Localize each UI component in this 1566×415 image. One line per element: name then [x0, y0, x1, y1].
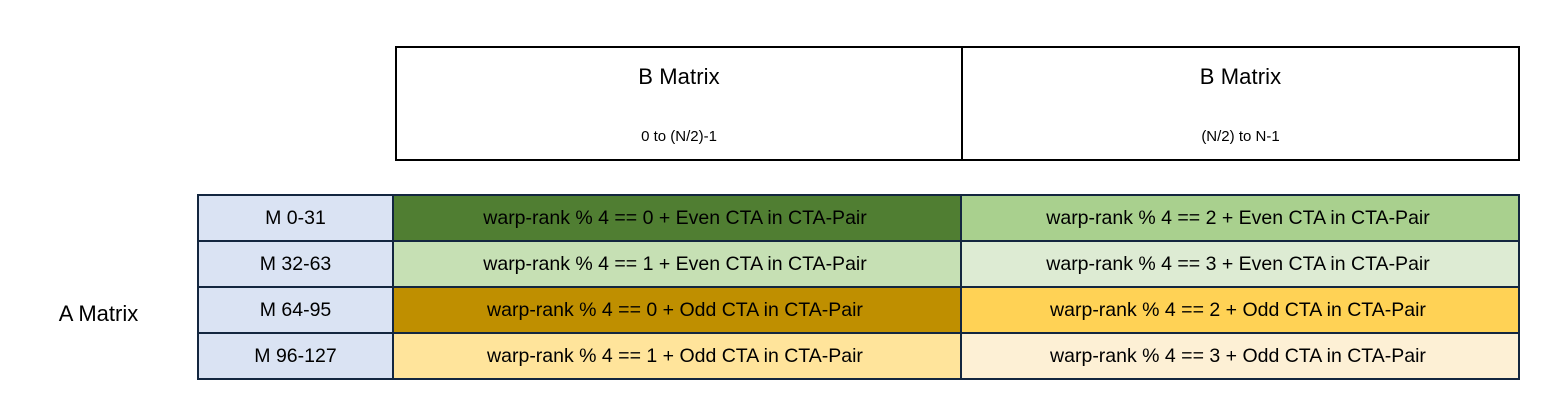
grid-cell-r1c0: warp-rank % 4 == 1 + Even CTA in CTA-Pai…	[392, 240, 962, 288]
table-row: M 0-31 warp-rank % 4 == 0 + Even CTA in …	[197, 194, 1522, 242]
row-label-cell: M 64-95	[197, 286, 394, 334]
row-label-cell: M 0-31	[197, 194, 394, 242]
grid-cell-r3c0: warp-rank % 4 == 1 + Odd CTA in CTA-Pair	[392, 332, 962, 380]
table-row: M 32-63 warp-rank % 4 == 1 + Even CTA in…	[197, 240, 1522, 288]
b-matrix-header-strip: B Matrix 0 to (N/2)-1 B Matrix (N/2) to …	[395, 46, 1522, 161]
grid-cell-r2c1: warp-rank % 4 == 2 + Odd CTA in CTA-Pair	[960, 286, 1520, 334]
b-matrix-header-left: B Matrix 0 to (N/2)-1	[395, 46, 963, 161]
b-matrix-header-left-title: B Matrix	[638, 64, 720, 89]
grid-cell-r3c1: warp-rank % 4 == 3 + Odd CTA in CTA-Pair	[960, 332, 1520, 380]
row-label-cell: M 96-127	[197, 332, 394, 380]
row-label-cell: M 32-63	[197, 240, 394, 288]
grid-cell-r0c1: warp-rank % 4 == 2 + Even CTA in CTA-Pai…	[960, 194, 1520, 242]
table-row: M 96-127 warp-rank % 4 == 1 + Odd CTA in…	[197, 332, 1522, 380]
grid-cell-r1c1: warp-rank % 4 == 3 + Even CTA in CTA-Pai…	[960, 240, 1520, 288]
b-matrix-header-left-range: 0 to (N/2)-1	[641, 128, 717, 145]
b-matrix-header-right: B Matrix (N/2) to N-1	[961, 46, 1520, 161]
b-matrix-header-right-range: (N/2) to N-1	[1201, 128, 1280, 145]
a-matrix-axis-label: A Matrix	[58, 301, 139, 326]
grid-cell-r0c0: warp-rank % 4 == 0 + Even CTA in CTA-Pai…	[392, 194, 962, 242]
grid-cell-r2c0: warp-rank % 4 == 0 + Odd CTA in CTA-Pair	[392, 286, 962, 334]
table-row: M 64-95 warp-rank % 4 == 0 + Odd CTA in …	[197, 286, 1522, 334]
warp-mapping-grid: M 0-31 warp-rank % 4 == 0 + Even CTA in …	[197, 194, 1522, 388]
b-matrix-header-right-title: B Matrix	[1199, 64, 1282, 89]
